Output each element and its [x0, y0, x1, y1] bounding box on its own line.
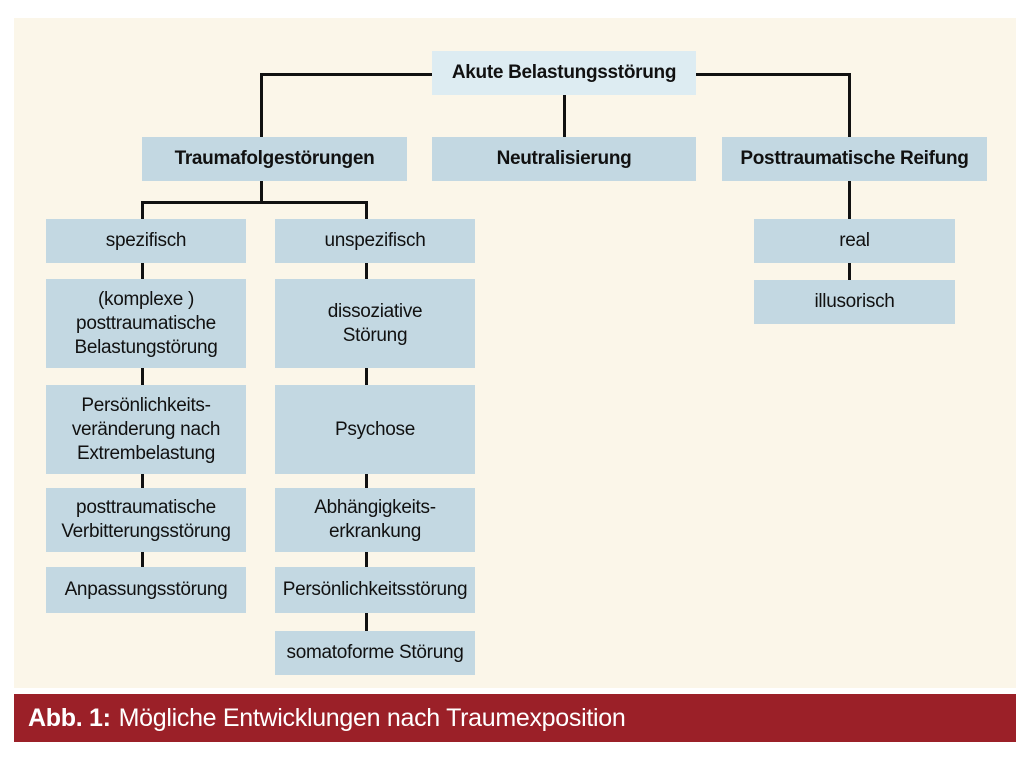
connector	[563, 94, 566, 137]
node-persoenlichkeitsstoerung: Persönlichkeitsstörung	[275, 567, 475, 613]
figure-caption: Abb. 1: Mögliche Entwicklungen nach Trau…	[14, 694, 1016, 742]
connector	[260, 181, 263, 203]
caption-text: Mögliche Entwicklungen nach Traumexposit…	[118, 703, 626, 732]
connector	[260, 73, 263, 137]
connector	[141, 552, 144, 567]
connector	[141, 368, 144, 385]
node-neutralisierung: Neutralisierung	[432, 137, 696, 181]
connector	[848, 263, 851, 280]
node-persoenlichkeitsveraenderung: Persönlichkeits- veränderung nach Extrem…	[46, 385, 246, 474]
node-posttraumatische-reifung: Posttraumatische Reifung	[722, 137, 987, 181]
connector	[848, 181, 851, 219]
connector	[365, 552, 368, 567]
connector	[365, 474, 368, 488]
node-verbitterungsstoerung: posttraumatische Verbitterungsstörung	[46, 488, 246, 552]
connector	[365, 368, 368, 385]
node-abhaengigkeitserkrankung: Abhängigkeits- erkrankung	[275, 488, 475, 552]
node-anpassungsstoerung: Anpassungsstörung	[46, 567, 246, 613]
connector	[365, 613, 368, 631]
caption-label: Abb. 1:	[28, 703, 111, 732]
connector	[141, 201, 368, 204]
connector	[141, 201, 144, 219]
node-traumafolgestoerungen: Traumafolgestörungen	[142, 137, 407, 181]
connector	[260, 73, 436, 76]
node-somatoforme-stoerung: somatoforme Störung	[275, 631, 475, 675]
node-dissoziative-stoerung: dissoziative Störung	[275, 279, 475, 368]
node-psychose: Psychose	[275, 385, 475, 474]
node-root: Akute Belastungsstörung	[432, 51, 696, 95]
connector	[695, 73, 850, 76]
connector	[365, 263, 368, 279]
node-komplexe-ptbs: (komplexe ) posttraumatische Belastungst…	[46, 279, 246, 368]
connector	[141, 474, 144, 488]
connector	[365, 201, 368, 219]
node-unspezifisch: unspezifisch	[275, 219, 475, 263]
connector	[141, 263, 144, 279]
node-real: real	[754, 219, 955, 263]
connector	[848, 73, 851, 137]
node-spezifisch: spezifisch	[46, 219, 246, 263]
node-illusorisch: illusorisch	[754, 280, 955, 324]
